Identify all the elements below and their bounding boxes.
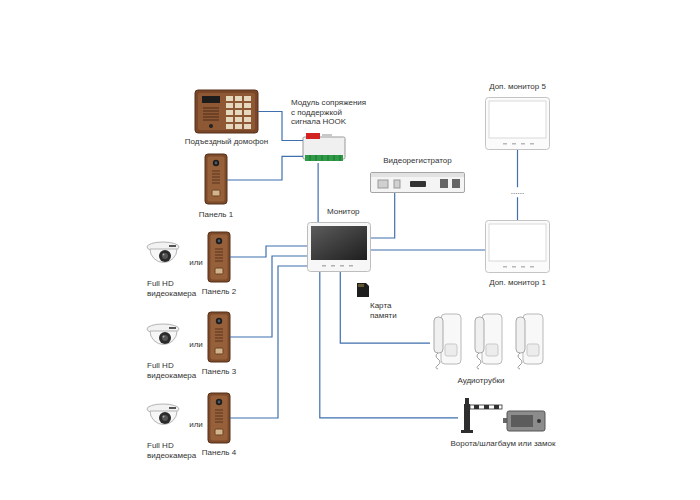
dome-camera <box>147 242 179 263</box>
device-label: Панель 1 <box>199 210 233 220</box>
extra-monitor-node: Доп. монитор 1 <box>485 220 550 273</box>
device-label: Модуль сопряжения с поддержкой сигнала H… <box>291 98 371 127</box>
device-label: Аудиотрубки <box>457 376 504 386</box>
video-recorder <box>371 173 465 193</box>
alternative-label: или <box>188 258 204 268</box>
call-panel <box>208 312 230 362</box>
audio-handset <box>475 314 502 369</box>
signal-wire <box>320 272 458 418</box>
signal-wire <box>230 256 307 337</box>
extra-monitor <box>486 98 550 150</box>
call-panel-node: Панель 2 <box>208 232 230 282</box>
device-label: Карта памяти <box>370 301 404 320</box>
dome-camera <box>147 404 179 425</box>
audio-handset <box>516 314 543 369</box>
dome-camera <box>147 324 179 345</box>
camera-node: Full HD видеокамера <box>145 400 182 437</box>
gate-lock-node: Ворота/шлагбаум или замок <box>458 397 548 433</box>
audio-handset <box>434 314 461 369</box>
entrance-intercom-node: Подъездный домофон <box>195 90 258 133</box>
call-panel <box>208 393 230 443</box>
device-label: Full HD видеокамера <box>147 441 201 460</box>
call-panel-node: Панель 4 <box>208 393 230 443</box>
entrance-intercom <box>195 90 258 133</box>
audio-handsets-node: Аудиотрубки <box>430 313 548 371</box>
camera-node: Full HD видеокамера <box>145 238 182 275</box>
barrier-gate <box>461 398 502 433</box>
device-label: Панель 3 <box>202 367 236 377</box>
signal-wire <box>517 150 518 220</box>
interface-module-node: Модуль сопряжения с поддержкой сигнала H… <box>303 133 345 163</box>
device-label: Панель 4 <box>202 448 236 458</box>
video-recorder-node: Видеорегистратор <box>370 172 465 193</box>
device-label: Ворота/шлагбаум или замок <box>451 439 556 449</box>
alternative-label: или <box>188 420 204 430</box>
device-label: Подъездный домофон <box>185 137 268 147</box>
device-label: Видеорегистратор <box>383 156 452 166</box>
call-panel-node: Панель 1 <box>205 154 227 204</box>
camera-node: Full HD видеокамера <box>145 320 182 357</box>
device-label: Доп. монитор 1 <box>489 278 546 288</box>
device-label: Full HD видеокамера <box>147 361 201 380</box>
extra-monitor <box>486 221 550 273</box>
signal-wire <box>371 193 395 238</box>
call-panel <box>205 154 227 204</box>
memory-card-node: Карта памяти <box>357 283 369 297</box>
signal-wire <box>227 156 303 180</box>
device-label: Панель 2 <box>202 287 236 297</box>
signal-wire <box>340 272 430 343</box>
call-panel <box>208 232 230 282</box>
signal-wire <box>230 246 307 257</box>
signal-wire <box>230 266 307 418</box>
memory-card <box>357 283 369 297</box>
edge-label: ...... <box>510 187 525 197</box>
device-label: Full HD видеокамера <box>147 279 201 298</box>
call-panel-node: Панель 3 <box>208 312 230 362</box>
interface-module <box>303 133 345 161</box>
device-label: Доп. монитор 5 <box>489 82 546 92</box>
electric-lock <box>503 411 545 431</box>
main-monitor-node: Монитор <box>307 222 371 272</box>
alternative-label: или <box>188 340 204 350</box>
signal-wire <box>318 163 319 222</box>
extra-monitor-node: Доп. монитор 5 <box>485 97 550 150</box>
device-label: Монитор <box>327 207 360 217</box>
signal-wire <box>371 249 485 250</box>
main-monitor <box>308 223 371 272</box>
